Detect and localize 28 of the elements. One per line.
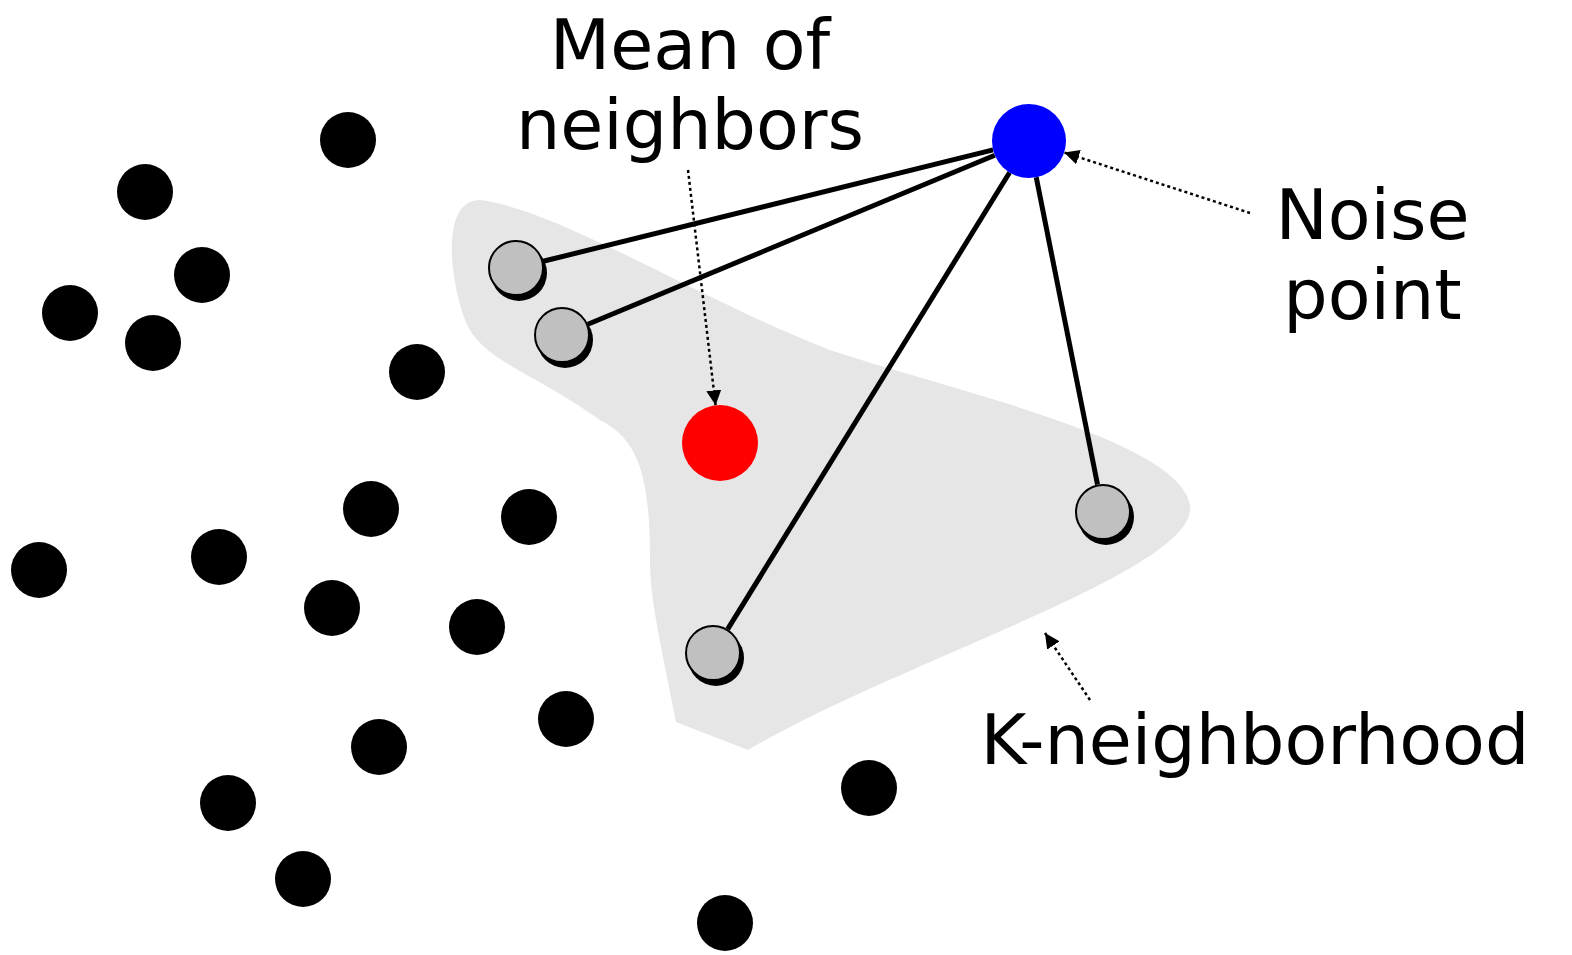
leader-line	[1063, 150, 1251, 215]
data-point	[174, 247, 230, 303]
connecting-line	[1033, 176, 1100, 486]
data-point	[351, 719, 407, 775]
data-point	[538, 691, 594, 747]
data-point	[200, 775, 256, 831]
data-point	[117, 164, 173, 220]
data-point	[125, 315, 181, 371]
connecting-line	[725, 171, 1012, 631]
data-point	[501, 489, 557, 545]
data-point	[304, 580, 360, 636]
data-point	[697, 895, 753, 951]
connecting-line	[542, 147, 994, 264]
data-point	[191, 529, 247, 585]
annotation-text: Mean of neighbors	[490, 5, 890, 170]
data-point	[449, 599, 505, 655]
data-point	[343, 481, 399, 537]
annotation-text: K-neighborhood	[945, 700, 1565, 780]
data-point	[11, 542, 67, 598]
data-point	[389, 344, 445, 400]
data-point	[841, 760, 897, 816]
connecting-line	[586, 152, 996, 327]
leader-line	[686, 169, 722, 406]
data-point	[320, 112, 376, 168]
annotation-text: Noise point	[1250, 175, 1495, 340]
leader-line	[1043, 632, 1092, 701]
data-point	[275, 851, 331, 907]
data-point	[42, 285, 98, 341]
